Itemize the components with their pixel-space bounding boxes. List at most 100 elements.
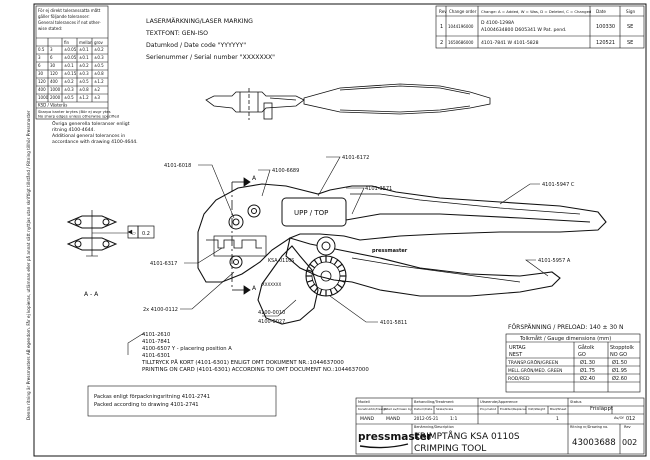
tol-header-fin: fin <box>64 40 70 45</box>
tol-line-3: General tolerances if not other- <box>38 20 101 25</box>
wheel-tooth <box>313 286 319 293</box>
revision-table-text: Rev Change order Change: A = Added, W = … <box>439 9 635 46</box>
logo-text: pressmaster <box>358 431 433 443</box>
wheel-tooth <box>313 259 319 266</box>
gauge-table-text: Tolkmått / Gauge dimensions (mm) URTAG N… <box>507 335 634 382</box>
wheel-tooth <box>336 283 343 289</box>
tb-of-label: Av/Of <box>614 416 624 420</box>
tb-rev: 002 <box>622 438 637 447</box>
tb-v-drawn: MAND <box>386 416 401 422</box>
flatness-symbol: ⏥ <box>132 231 136 237</box>
gauge-table <box>505 333 641 393</box>
tb-status-label: Status <box>570 400 582 404</box>
marking-line-1: LASERMÄRKNING/LASER MARKING <box>146 16 253 25</box>
tb-benamning-label: Benämning/Description <box>414 425 454 429</box>
callout-6689: 4100-6689 <box>272 168 299 174</box>
callout-6018: 4101-6018 <box>164 163 191 169</box>
tb-v-sheet: 1 <box>556 416 559 422</box>
gauge-r2-nest: MELL.GRÖN/MED. GREEN <box>508 367 562 374</box>
rev2-date: 120521 <box>596 40 615 46</box>
gauge-r1-go: Ø1.30 <box>580 359 595 366</box>
gauge-h-urtag: URTAG <box>509 345 526 351</box>
tol-cell: ±0.05 <box>64 55 77 60</box>
gauge-h-nogo: NO GO <box>610 352 627 358</box>
ratchet-wheel <box>305 255 347 297</box>
section-view-aa <box>66 210 155 257</box>
print-note-en: PRINTING ON CARD (4101-6301) ACCORDING T… <box>142 367 369 373</box>
gauge-h-nest: NEST <box>509 352 523 358</box>
tb-l-weight: Vikt/Weight <box>528 407 546 411</box>
wheel-tooth <box>333 286 339 293</box>
tol-cell: 1000 <box>50 87 61 92</box>
marking-line-4: Serienummer / Serial number "XXXXXXX" <box>146 54 275 61</box>
tol-cell: 3 <box>50 47 53 52</box>
callout-6172: 4101-6172 <box>342 155 369 161</box>
tb-title-en: CRIMPING TOOL <box>414 444 486 454</box>
tb-l-date: Datum/Date <box>414 407 432 411</box>
sheet-border <box>33 3 647 457</box>
tb-l-drawn: Ritad av/Drawn by <box>384 407 412 411</box>
packing-sv: Packas enligt förpackningsritning 4101-2… <box>94 394 210 400</box>
tol-cell: 1000 <box>38 95 49 100</box>
tol-cell: 400 <box>50 79 58 84</box>
tb-title-sv: KRIMPTÅNG KSA 0110S <box>414 430 520 442</box>
tol-line-1: För ej direkt toleranssatta mått <box>38 8 101 13</box>
gauge-r3-go: Ø2.40 <box>580 375 595 382</box>
rev1-change-line1: D 4100-1298A <box>481 20 515 26</box>
callout-5947: 4101-5947 C <box>542 182 575 188</box>
tol-cell: ±0.8 <box>79 87 89 92</box>
edge-note-1: Skarpa kanter brytes (Bör ej avgr ytes <box>38 109 111 114</box>
marking-note: LASERMÄRKNING/LASER MARKING TEXTFONT: GE… <box>145 16 275 61</box>
rev1-rev: 1 <box>440 24 443 30</box>
gtol-1: Övriga generella toleranser enligt <box>52 120 130 127</box>
rev-h-order: Change order <box>449 9 477 14</box>
wheel-tooth <box>333 259 339 266</box>
tol-cell: ±1.2 <box>79 95 89 100</box>
callout-6317: 4101-6317 <box>150 261 177 267</box>
tol-cell: ±0.2 <box>79 63 89 68</box>
tol-cell: ±0.15 <box>64 71 77 76</box>
section-a-top: A <box>252 175 257 182</box>
pressmaster-mark: pressmaster <box>372 248 408 254</box>
tolerance-block <box>35 5 109 120</box>
wheel-tooth <box>319 289 323 296</box>
model-mark: KSA 0110S <box>268 258 294 264</box>
pressmaster-logo: pressmaster <box>358 431 433 449</box>
gauge-r2-go: Ø1.75 <box>580 367 595 374</box>
gauge-h-stopptolk: Stopptolk <box>610 345 634 351</box>
leader-lines <box>127 156 549 355</box>
part-callouts: 4101-6018 4100-6689 4101-6172 4101-3571 … <box>143 155 575 326</box>
tol-cell: ±0.3 <box>79 71 89 76</box>
parts-line-1: 4101-2610 <box>142 332 170 338</box>
tol-cell: ±1.2 <box>94 79 104 84</box>
wheel-tooth <box>306 269 313 273</box>
tb-status: Frisläppt <box>590 406 613 412</box>
tol-cell: 6 <box>50 55 53 60</box>
tol-cell: ±0.05 <box>64 47 77 52</box>
tb-l-replaces: Ersätter/Replaces <box>500 407 527 411</box>
serial-mark: XXXXXXX <box>262 282 281 287</box>
side-note: Denna ritning är Pressmasters AB egendom… <box>26 110 31 420</box>
wheel-tooth <box>309 263 316 269</box>
tol-cell: ±0.5 <box>94 63 104 68</box>
wheel-tooth <box>329 289 333 296</box>
pivot-pins <box>228 204 336 269</box>
rev-h-change: Change: A = Added, W = Was, D = Deleted,… <box>481 9 592 14</box>
callout-5811: 4101-5811 <box>380 320 407 326</box>
section-a-bottom: A <box>252 285 257 292</box>
gauge-r3-nest: ROD/RED <box>508 376 530 382</box>
wheel-tooth <box>319 256 323 263</box>
rev-h-rev: Rev <box>439 9 447 14</box>
tb-of-value: 012 <box>626 416 635 422</box>
tb-l-scale: Skala/Scale <box>436 407 453 411</box>
gauge-h-gatolk: Gåtolk <box>578 344 594 351</box>
wheel-tooth <box>339 279 346 283</box>
tb-l-design: Konstruktör/Design <box>358 407 387 411</box>
parts-line-4: 4101-6301 <box>142 353 170 359</box>
tol-cell: ±0.2 <box>64 79 74 84</box>
gtol-2: ritning 4100-4644. <box>52 127 95 133</box>
tol-cell: ±0.3 <box>64 87 74 92</box>
tb-l-proj: Proj.metod <box>480 407 496 411</box>
